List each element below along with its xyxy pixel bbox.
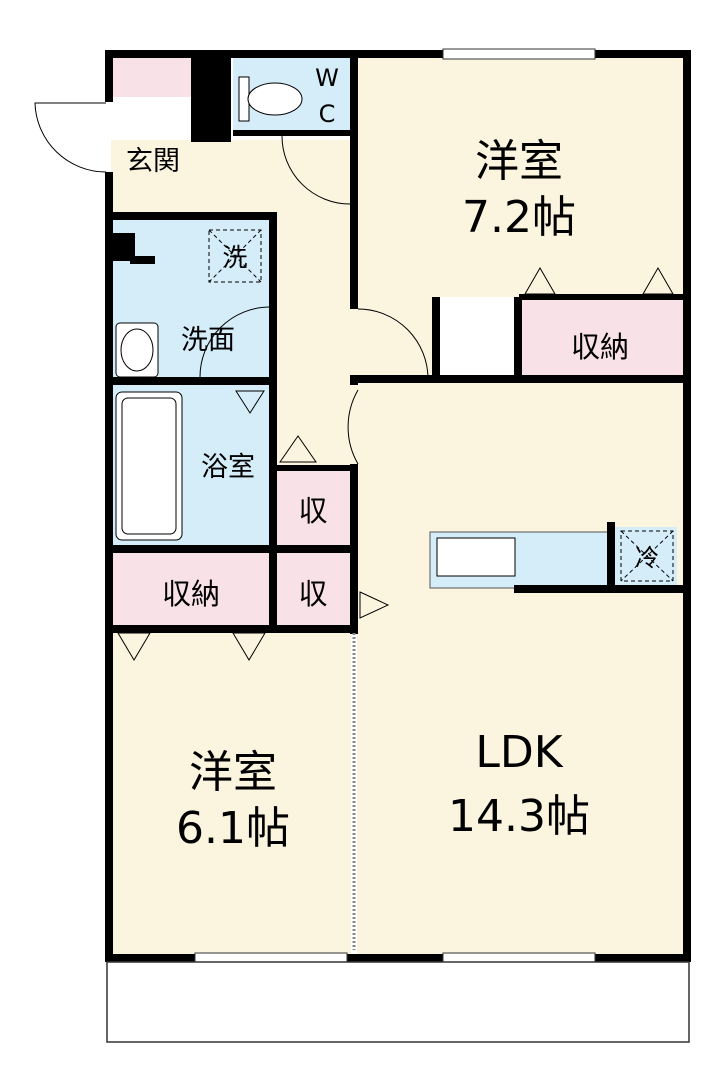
ldk-floor — [357, 382, 683, 954]
sink-basin-icon — [120, 328, 154, 372]
wc-door-swing — [281, 135, 351, 205]
labels: 玄関 W C 洋室 7.2帖 収納 洗 洗面 浴室 収 収 収納 冷 洋室 6.… — [126, 64, 659, 854]
corridor-floor — [275, 200, 357, 470]
storage2-door-mark-2 — [232, 632, 266, 661]
washroom-label: 洗面 — [181, 325, 235, 356]
balcony — [106, 961, 690, 1043]
western-room-2-size: 6.1帖 — [176, 803, 290, 854]
west1-door-swing — [357, 308, 429, 380]
closet-b-label: 収 — [298, 577, 327, 611]
western-room-1-floor — [357, 57, 683, 297]
room-fills — [111, 57, 683, 954]
bath-door-mark — [235, 390, 265, 414]
storage-1-floor — [519, 297, 683, 379]
storage-2-label: 収納 — [162, 577, 220, 611]
washer-icon — [208, 229, 262, 283]
closet-b-door-mark — [359, 591, 390, 619]
storage1-door-mark-2 — [642, 266, 674, 295]
closet-a-label: 収 — [298, 494, 327, 528]
ldk-size: 14.3帖 — [448, 791, 590, 842]
washroom-door-swing — [199, 306, 271, 378]
closet-a-floor — [275, 470, 353, 545]
storage-2-floor — [111, 550, 275, 628]
fridge-label: 冷 — [635, 544, 659, 572]
bathtub-inner-icon — [121, 397, 177, 535]
walls — [105, 50, 691, 962]
closet-b-floor — [275, 550, 353, 630]
closet-hall-floor — [357, 297, 432, 382]
storage-1-label: 収納 — [571, 330, 629, 364]
fridge-icon — [620, 530, 674, 582]
western-room-1-size: 7.2帖 — [462, 192, 576, 243]
storage2-door-mark-1 — [117, 632, 151, 661]
washer-label: 洗 — [222, 243, 247, 272]
closet-a-door-mark — [279, 435, 317, 463]
western-room-2-name: 洋室 — [189, 747, 277, 798]
fixtures — [115, 76, 674, 582]
toilet-bowl-icon — [247, 82, 303, 116]
entrance-tile — [111, 57, 191, 97]
western-room-2-floor — [111, 630, 351, 954]
entrance-label: 玄関 — [126, 146, 180, 177]
wc-label-c: C — [319, 100, 336, 128]
ldk-name: LDK — [475, 727, 563, 778]
ldk-door-swing — [347, 389, 359, 465]
bath-label: 浴室 — [201, 452, 255, 483]
front-door-swing — [34, 102, 107, 173]
stove-icon — [436, 537, 516, 577]
western-room-1-name: 洋室 — [475, 136, 563, 187]
storage1-door-mark-1 — [524, 266, 556, 295]
doors — [34, 102, 674, 950]
window-west-1 — [442, 48, 596, 60]
wc-label-w: W — [315, 64, 339, 92]
